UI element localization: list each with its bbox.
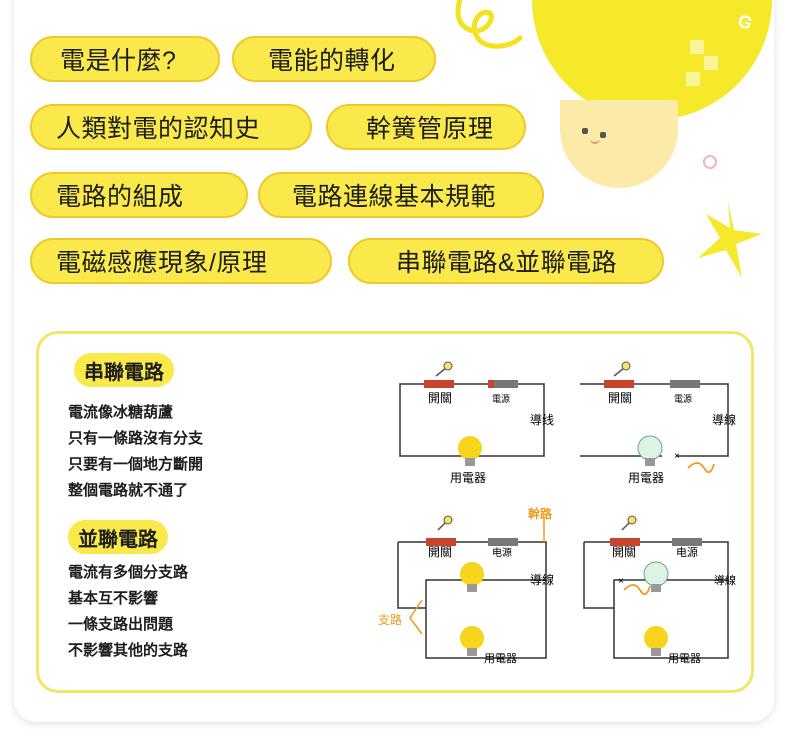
svg-text:導線: 導線	[714, 573, 736, 587]
topic-reed-switch[interactable]: 幹簧管原理	[326, 104, 526, 150]
svg-text:电源: 电源	[676, 545, 698, 559]
svg-text:開關: 開關	[428, 545, 452, 559]
series-circuit-diagram: 開關 電源 導线 用電器	[399, 361, 554, 485]
svg-text:電源: 電源	[674, 394, 692, 404]
branch-label: 支路	[378, 612, 402, 627]
series-broken-diagram: × 開關 電源 導線 用電器	[580, 361, 736, 485]
topic-circuit-composition[interactable]: 電路的組成	[30, 172, 248, 218]
svg-text:×: ×	[618, 576, 624, 587]
topic-energy-conversion[interactable]: 電能的轉化	[232, 36, 436, 82]
svg-text:導線: 導線	[530, 572, 554, 587]
pixel-decor	[686, 72, 700, 86]
wire-label: 導线	[530, 413, 554, 427]
topic-history[interactable]: 人類對電的認知史	[30, 104, 312, 150]
topic-electromagnetic-induction[interactable]: 電磁感應現象/原理	[30, 238, 332, 284]
svg-text:導線: 導線	[712, 412, 736, 427]
power-label: 電源	[492, 394, 510, 404]
sparkle-icon	[698, 202, 762, 278]
parallel-broken-diagram: × 開關 电源 導線 用電器	[583, 515, 736, 665]
parallel-circuit-diagram: 幹路 支路 開關 电源 導線 用電器	[378, 506, 554, 665]
main-path-label: 幹路	[528, 506, 553, 521]
parallel-description: 電流有多個分支路 基本互不影響 一條支路出問題 不影響其他的支路	[68, 564, 189, 659]
parallel-title: 並聯電路	[68, 520, 168, 554]
circuit-panel	[36, 331, 754, 693]
series-description: 電流像冰糖葫蘆 只有一條路沒有分支 只要有一個地方斷開 整個電路就不通了	[68, 404, 204, 499]
svg-text:開關: 開關	[608, 391, 632, 405]
series-title: 串聯電路	[74, 353, 174, 387]
topic-wiring-rules[interactable]: 電路連線基本規範	[258, 172, 544, 218]
appliance-label: 用電器	[450, 471, 486, 485]
pixel-decor	[704, 56, 718, 70]
svg-text:開關: 開關	[612, 545, 636, 559]
topic-series-parallel[interactable]: 串聯電路&並聯電路	[348, 238, 664, 284]
ring-decor-icon	[703, 155, 717, 169]
swirl-decor-icon	[455, 0, 523, 49]
svg-text:×: ×	[674, 451, 680, 462]
svg-text:电源: 电源	[492, 546, 512, 559]
svg-text:用電器: 用電器	[484, 652, 517, 665]
svg-text:用電器: 用電器	[668, 652, 701, 665]
topic-what-is-electricity[interactable]: 電是什麼?	[30, 36, 220, 82]
switch-label: 開關	[428, 391, 452, 405]
svg-text:用電器: 用電器	[628, 471, 664, 485]
pixel-decor	[690, 40, 704, 54]
